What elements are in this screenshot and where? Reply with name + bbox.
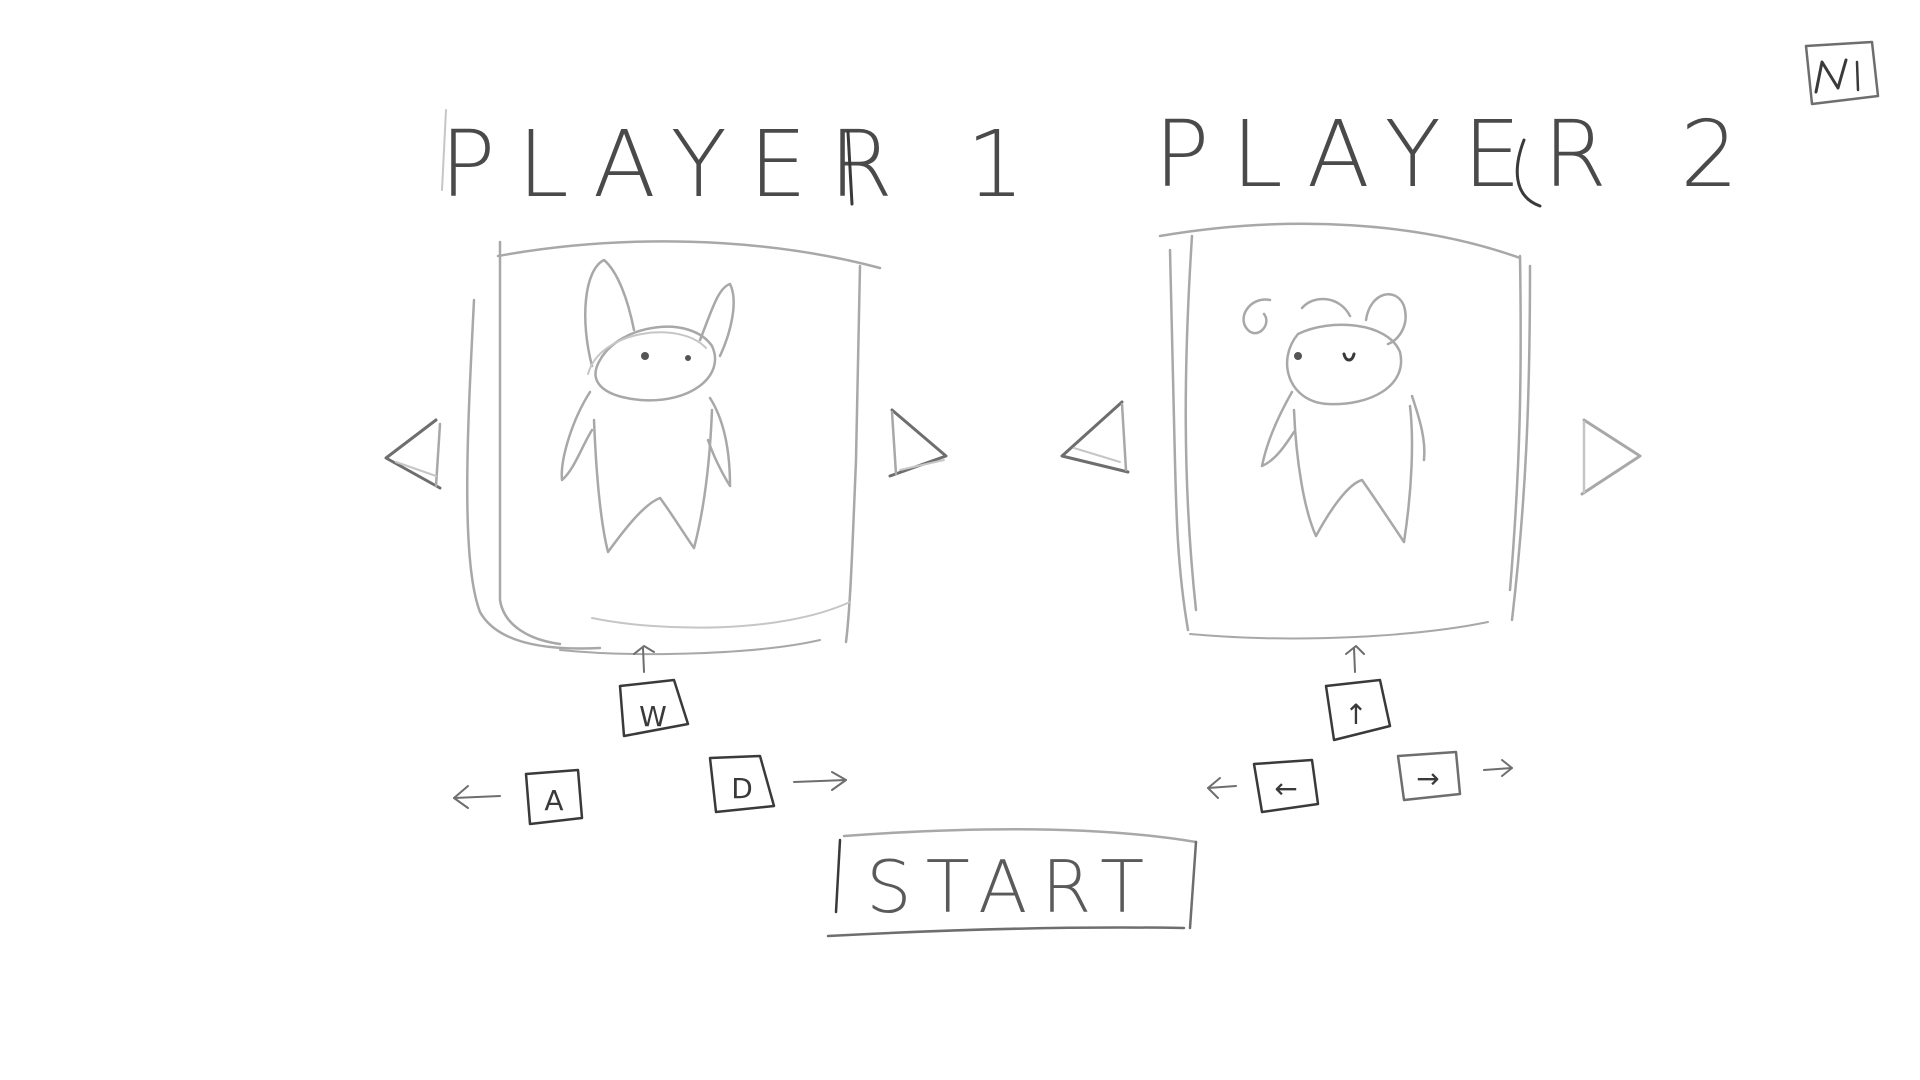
player2-key-up-label: ↑ xyxy=(1344,698,1367,731)
player2-key-left: ← xyxy=(1207,758,1320,814)
player1-title: PLAYER 1 xyxy=(440,111,1047,218)
player2-next-arrow[interactable] xyxy=(1574,412,1648,502)
player1-character-frame xyxy=(466,240,882,656)
player2-key-left-label: ← xyxy=(1274,772,1297,805)
player2-key-up: ↑ xyxy=(1324,645,1392,742)
start-button[interactable]: START xyxy=(826,820,1206,940)
music-toggle-icon[interactable] xyxy=(1800,36,1886,108)
player2-prev-arrow[interactable] xyxy=(1054,394,1136,480)
player2-key-right: → xyxy=(1396,750,1513,802)
start-button-label: START xyxy=(866,845,1158,929)
player2-key-right-label: → xyxy=(1416,762,1439,795)
player1-character-portrait xyxy=(560,258,735,554)
player2-title: PLAYER 2 xyxy=(1154,101,1761,208)
player1-prev-arrow[interactable] xyxy=(376,410,452,498)
player1-key-right: D xyxy=(708,754,847,814)
player1-key-left-label: A xyxy=(544,784,563,817)
player1-key-up-label: W xyxy=(639,700,667,733)
player1-key-right-label: D xyxy=(731,772,753,805)
player1-key-up: W xyxy=(618,645,690,738)
player1-next-arrow[interactable] xyxy=(880,402,954,484)
player2-character-frame xyxy=(1158,222,1532,640)
player2-character-portrait xyxy=(1242,293,1426,544)
player1-panel: PLAYER 1 xyxy=(376,109,1047,826)
player2-panel: PLAYER 2 xyxy=(1054,101,1761,814)
player1-key-left: A xyxy=(453,768,584,826)
